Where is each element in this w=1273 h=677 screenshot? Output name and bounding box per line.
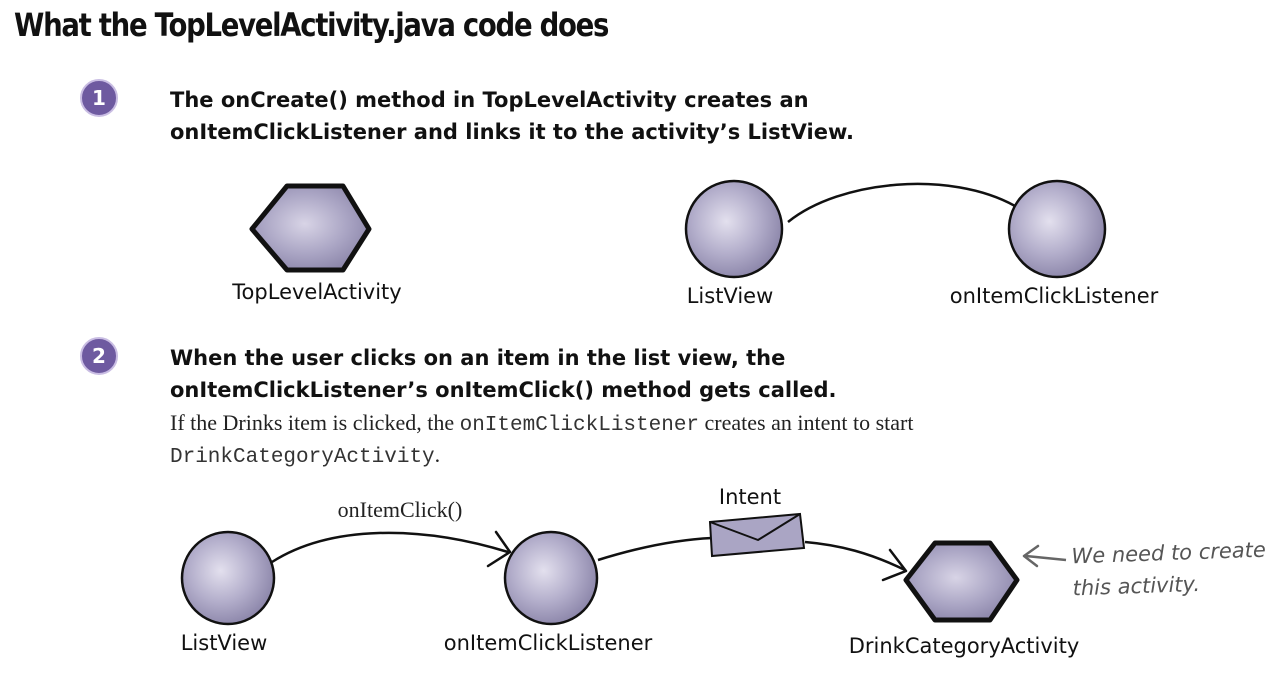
arrowhead-icon [1022,544,1040,568]
toplevelactivity-label: TopLevelActivity [232,280,402,304]
desc-text: creates an intent to start [699,410,914,435]
desc-code: DrinkCategoryActivity [170,446,435,469]
drinkcategoryactivity-hexagon-icon [903,540,1020,623]
step-2-badge: 2 [80,337,118,375]
intent-arrow-continued [804,540,906,572]
step-1-heading-line1: The onCreate() method in TopLevelActivit… [170,88,809,112]
listview-label: ListView [686,284,774,308]
listview-object-icon [684,179,784,279]
intent-envelope-icon [708,512,806,558]
listener-label: onItemClickListener [443,631,653,655]
listview-listener-connector [787,182,1016,223]
step-2-heading-line2: onItemClickListener’s onItemClick() meth… [170,378,837,402]
step-1-badge: 1 [80,79,118,117]
step-1-heading-line2: onItemClickListener and links it to the … [170,120,854,144]
annotation-arrow [1025,554,1067,562]
page-title: What the TopLevelActivity.java code does [14,6,609,44]
onitemclick-arrow [271,531,509,564]
listener-label: onItemClickListener [949,284,1159,308]
arrowhead-icon [881,548,908,582]
intent-label: Intent [718,485,782,509]
annotation-note-line1: We need to create [1071,537,1267,569]
intent-arrow [597,536,713,562]
onitemclick-call-label: onItemClick() [337,497,463,522]
step-2-heading-line1: When the user clicks on an item in the l… [170,346,786,370]
listview-object-icon [180,530,276,626]
desc-text: . [434,442,441,467]
step-2-description-line2: DrinkCategoryActivity. [170,439,440,474]
listener-object-icon [503,530,599,626]
listener-object-icon [1007,179,1107,279]
annotation-note: We need to create this activity. [1071,534,1268,605]
desc-text: If the Drinks item is clicked, the [170,410,460,435]
step-2-description-line1: If the Drinks item is clicked, the onIte… [170,407,913,442]
toplevelactivity-hexagon-icon [249,183,372,273]
annotation-note-line2: this activity. [1072,571,1201,601]
drinkcategoryactivity-label: DrinkCategoryActivity [848,634,1080,658]
listview-label: ListView [180,631,268,655]
desc-code: onItemClickListener [459,414,700,437]
arrowhead-icon [486,530,512,568]
